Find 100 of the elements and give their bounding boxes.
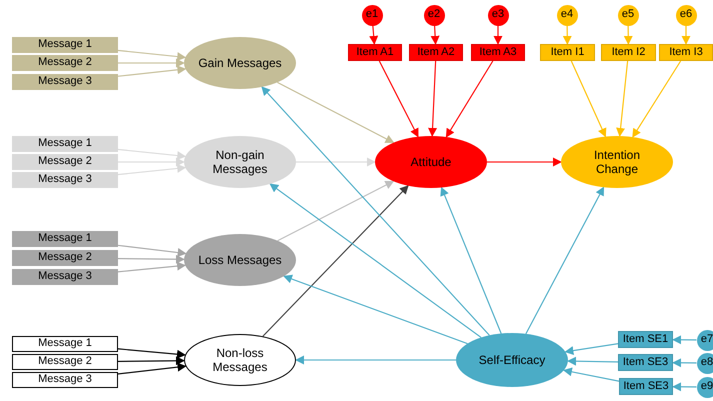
node-label: Item I2 — [612, 46, 646, 60]
message-box — [12, 37, 118, 53]
node-label: Item SE1 — [622, 332, 668, 346]
node-label: Message 2 — [38, 355, 92, 369]
arrow — [562, 367, 620, 382]
error-term-ellipse — [696, 376, 713, 398]
node-label: Self-Efficacy — [478, 352, 546, 368]
node-label: Gain Messages — [198, 56, 282, 70]
arrow — [269, 183, 482, 338]
arrow — [295, 356, 456, 364]
arrow — [118, 148, 186, 160]
indicator-box — [540, 44, 595, 61]
message-box — [12, 250, 118, 266]
node-label: e1 — [366, 8, 378, 22]
message-box — [12, 74, 118, 90]
error-term-ellipse — [362, 4, 382, 26]
arrow — [262, 185, 409, 337]
arrow — [118, 356, 185, 366]
arrow — [118, 65, 186, 77]
error-term-ellipse — [556, 4, 578, 26]
node-label: e3 — [492, 8, 504, 22]
arrow — [118, 244, 187, 257]
message-box — [12, 154, 118, 170]
message-box — [12, 55, 118, 71]
arrow — [682, 26, 690, 45]
indicator-box — [618, 354, 673, 371]
indicator-box — [409, 44, 463, 61]
node-label: Item I1 — [550, 46, 584, 60]
node-label: Item SE3 — [622, 356, 668, 370]
arrow — [632, 60, 682, 138]
arrow — [430, 25, 440, 45]
indicator-box — [601, 44, 656, 61]
arrow — [494, 26, 502, 45]
node-label: Message 1 — [38, 337, 92, 351]
node-label: Message 2 — [38, 155, 92, 169]
node-label: e5 — [622, 8, 634, 22]
node-label: Item A1 — [356, 46, 394, 60]
arrow — [616, 60, 628, 137]
node-label: Message 3 — [38, 270, 92, 284]
error-term-ellipse — [696, 330, 713, 350]
error-term-ellipse — [424, 4, 444, 26]
arrow — [562, 26, 572, 45]
node-label: e2 — [428, 8, 440, 22]
message-box — [12, 269, 118, 285]
arrow — [118, 58, 185, 68]
message-box — [12, 136, 118, 152]
node-label: Attitude — [410, 154, 452, 170]
indicator-box — [619, 378, 673, 395]
arrow — [283, 274, 468, 344]
indicator-box — [348, 44, 402, 61]
arrow — [446, 60, 494, 138]
message-box — [12, 231, 118, 247]
arrow — [570, 60, 606, 138]
error-term-ellipse — [488, 4, 508, 26]
indicator-box — [471, 44, 525, 61]
node-label: Non-loss Messages — [212, 346, 268, 374]
error-term-ellipse — [618, 4, 638, 26]
arrow — [277, 82, 394, 144]
error-term-ellipse — [676, 4, 696, 26]
indicator-box — [618, 331, 673, 348]
arrow — [525, 186, 604, 334]
arrow — [369, 25, 378, 45]
node-label: e4 — [560, 8, 574, 22]
node-label: Message 3 — [38, 173, 92, 187]
message-box — [12, 336, 118, 352]
node-label: Loss Messages — [198, 252, 282, 268]
arrow — [672, 358, 696, 368]
node-label: Message 1 — [38, 232, 92, 246]
indicator-box — [659, 44, 713, 61]
node-label: Item A3 — [479, 46, 517, 60]
node-label: Message 2 — [38, 56, 92, 70]
arrow — [672, 382, 696, 392]
node-label: Item A2 — [417, 46, 455, 60]
arrow — [118, 348, 186, 359]
arrow — [564, 343, 618, 356]
node-label: e7 — [700, 333, 713, 347]
node-label: Non-gain Messages — [212, 148, 268, 176]
error-term-ellipse — [696, 352, 713, 374]
node-label: Message 3 — [38, 75, 92, 89]
arrow — [624, 26, 633, 45]
arrow — [118, 164, 186, 176]
node-label: e8 — [700, 356, 713, 370]
arrow — [567, 356, 618, 366]
arrow — [118, 262, 186, 272]
message-box — [12, 372, 118, 388]
node-label: Item SE3 — [623, 380, 669, 394]
arrow — [118, 50, 186, 62]
node-label: e9 — [700, 380, 713, 394]
arrow — [672, 335, 696, 344]
arrow — [261, 86, 490, 336]
arrow — [378, 60, 419, 138]
arrow — [118, 362, 187, 374]
arrow — [118, 158, 185, 166]
node-label: Message 3 — [38, 373, 92, 387]
node-label: Message 2 — [38, 251, 92, 265]
message-box — [12, 354, 118, 370]
arrow — [440, 186, 502, 334]
arrow — [296, 158, 376, 166]
node-label: Message 1 — [38, 38, 92, 52]
message-box — [12, 172, 118, 188]
